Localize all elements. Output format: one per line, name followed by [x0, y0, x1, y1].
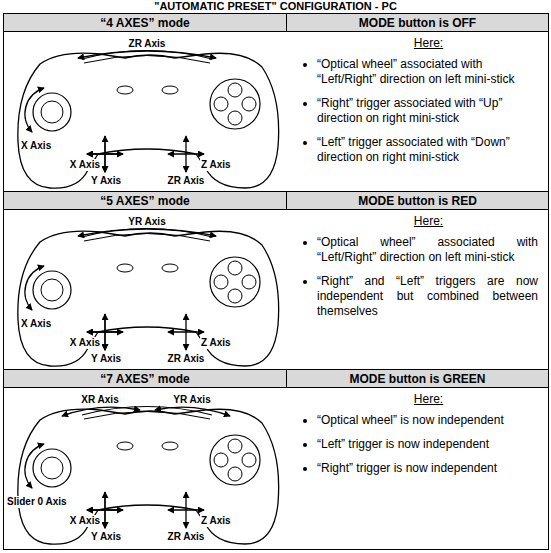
- mode-heading: MODE button is GREEN: [350, 372, 486, 386]
- header-cell: MODE button is GREEN: [286, 369, 549, 388]
- axis-label: X Axis: [69, 515, 101, 527]
- bullet-text: “Left” trigger associated with “Down” di…: [317, 135, 538, 165]
- axis-label: Z Axis: [200, 159, 232, 171]
- axis-label: Y Axis: [90, 353, 122, 365]
- bullet-row: “Right” trigger associated with “Up” dir…: [299, 96, 538, 126]
- header-cell: MODE button is RED: [286, 191, 549, 210]
- bullet-dot: [303, 419, 307, 423]
- bullet-row: “Optical wheel” associated with “Left/Ri…: [299, 57, 538, 87]
- axis-label: YR Axis: [127, 216, 166, 228]
- mode-heading: “4 AXES” mode: [100, 16, 190, 30]
- gamepad: [18, 51, 279, 189]
- mode-heading: “5 AXES” mode: [100, 194, 190, 208]
- axis-label: Z Axis: [200, 337, 232, 349]
- bullet-row: “Right” trigger is now independent: [299, 461, 538, 476]
- bullet-row: “Left” trigger associated with “Down” di…: [299, 135, 538, 165]
- axis-label: ZR Axis: [128, 38, 167, 50]
- bullet-text: “Left” trigger is now independent: [317, 437, 538, 452]
- note-heading: Here:: [299, 214, 538, 229]
- description-cell: Here: “Optical wheel” is now independent “…: [287, 388, 548, 548]
- trigger-arrow: [155, 407, 230, 416]
- axis-label: Slider 0 Axis: [6, 496, 68, 508]
- header-cell: “5 AXES” mode: [3, 191, 287, 210]
- bullet-text: “Right” and “Left” triggers are now inde…: [317, 274, 538, 319]
- note-heading: Here:: [299, 36, 538, 51]
- axis-label: X Axis: [20, 140, 52, 152]
- header-cell: “7 AXES” mode: [3, 369, 287, 388]
- mode-heading: MODE button is RED: [358, 194, 477, 208]
- gamepad: [18, 407, 279, 545]
- bullet-text: “Optical wheel” is now independent: [317, 413, 538, 428]
- bullet-dot: [303, 280, 307, 284]
- trigger-arrow: [78, 51, 216, 58]
- axis-label: X Axis: [69, 159, 101, 171]
- bullet-dot: [303, 241, 307, 245]
- axis-label: Y Axis: [90, 175, 122, 187]
- header-cell: MODE button is OFF: [286, 13, 549, 32]
- axis-label: ZR Axis: [167, 353, 206, 365]
- mode-heading: “7 AXES” mode: [100, 372, 190, 386]
- bullet-text: “Right” trigger is now independent: [317, 461, 538, 476]
- note-heading: Here:: [299, 392, 538, 407]
- gamepad: [18, 229, 279, 367]
- bullet-text: “Optical wheel” associated with “Left/Ri…: [317, 57, 538, 87]
- bullet-dot: [303, 141, 307, 145]
- trigger-arrow: [62, 407, 140, 416]
- axis-label: ZR Axis: [167, 175, 206, 187]
- bullet-row: “Left” trigger is now independent: [299, 437, 538, 452]
- axis-label: Y Axis: [90, 531, 122, 543]
- header-cell: “4 AXES” mode: [3, 13, 287, 32]
- heading-row: Here:: [299, 392, 538, 413]
- bullet-row: “Optical wheel” associated with “Left/Ri…: [299, 235, 538, 265]
- diagram-title: "AUTOMATIC PRESET" CONFIGURATION - PC: [0, 0, 551, 12]
- table-frame: [4, 14, 549, 550]
- axis-label: Z Axis: [200, 515, 232, 527]
- bullet-dot: [303, 63, 307, 67]
- bullet-row: “Right” and “Left” triggers are now inde…: [299, 274, 538, 319]
- axis-label: YR Axis: [172, 394, 211, 406]
- bullet-text: “Right” trigger associated with “Up” dir…: [317, 96, 538, 126]
- description-cell: Here: “Optical wheel” associated with “Le…: [287, 32, 548, 190]
- axis-label: X Axis: [69, 337, 101, 349]
- bullet-dot: [303, 443, 307, 447]
- heading-row: Here:: [299, 214, 538, 235]
- bullet-row: “Optical wheel” is now independent: [299, 413, 538, 428]
- axis-label: ZR Axis: [167, 531, 206, 543]
- heading-row: Here:: [299, 36, 538, 57]
- description-cell: Here: “Optical wheel” associated with “Le…: [287, 210, 548, 368]
- axis-label: X Axis: [20, 318, 52, 330]
- trigger-arrow: [78, 229, 216, 236]
- axis-label: XR Axis: [80, 394, 119, 406]
- mode-heading: MODE button is OFF: [359, 16, 476, 30]
- bullet-dot: [303, 102, 307, 106]
- bullet-text: “Optical wheel” associated with “Left/Ri…: [317, 235, 538, 265]
- bullet-dot: [303, 467, 307, 471]
